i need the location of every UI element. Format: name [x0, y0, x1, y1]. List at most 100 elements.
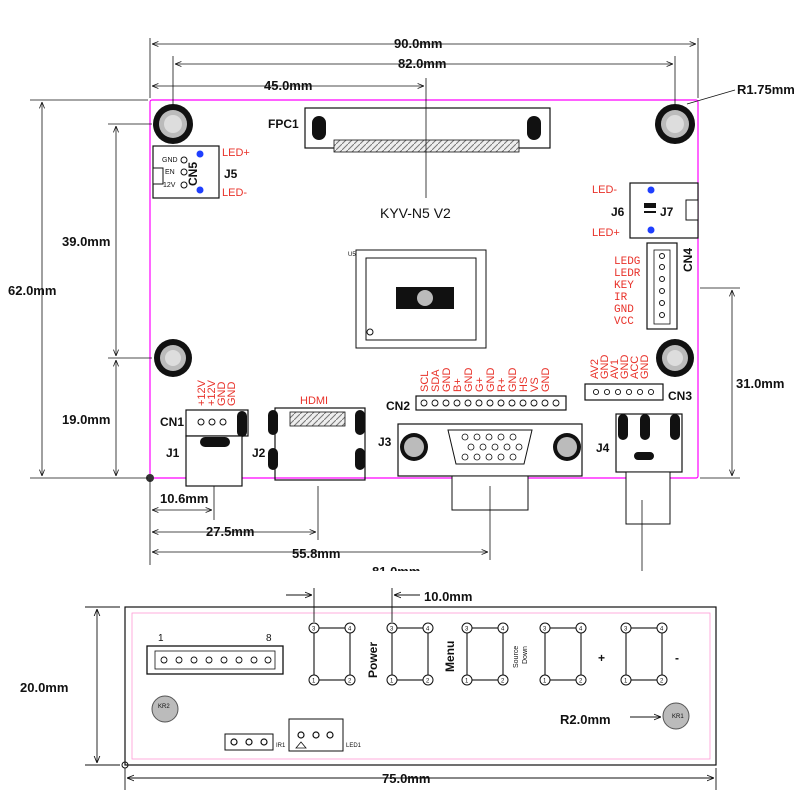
pad-number-3-2: 1 — [543, 679, 547, 685]
dim-half-width: 45.0mm — [264, 78, 312, 93]
cn2-pin-11: VS — [529, 377, 541, 392]
label-minus: - — [675, 651, 679, 665]
pad-number-0-3: 2 — [348, 679, 352, 685]
j7-connector: LED- J6 J7 LED+ — [592, 182, 699, 239]
dim-height-total: 62.0mm — [8, 283, 56, 298]
pad-number-3-1: 4 — [579, 627, 583, 633]
cn5-pin-12v: 12V — [163, 182, 176, 189]
j3-label: J3 — [378, 435, 392, 449]
mounting-hole-tr — [655, 104, 695, 144]
cn5-label: CN5 — [186, 162, 200, 186]
fpc-label: FPC1 — [268, 117, 299, 131]
j6-led-minus: LED- — [592, 184, 617, 196]
cn5-connector: GND EN 12V CN5 LED+ J5 LED- — [152, 145, 250, 199]
cn4-pin-ledg: LEDG — [614, 256, 640, 268]
ic-label: U5 — [348, 252, 356, 258]
pad-number-0-2: 1 — [312, 679, 316, 685]
j5-label: J5 — [224, 167, 238, 181]
dim-j1-offset: 10.6mm — [160, 491, 208, 506]
cn1-pin-4: GND — [226, 382, 238, 407]
dim-hole-span: 82.0mm — [398, 56, 446, 71]
fpc-connector: FPC1 — [268, 107, 551, 153]
dim-j2-offset: 27.5mm — [206, 524, 254, 539]
board-outline — [149, 99, 699, 479]
vga-pins — [461, 433, 523, 461]
cn3-pin-4: GND — [619, 355, 631, 380]
led-label: LED1 — [346, 743, 362, 749]
cn3-label: CN3 — [668, 389, 692, 403]
dim-width-total: 90.0mm — [394, 36, 442, 51]
switch-minus — [620, 622, 668, 686]
cn3-pin-1: AV2 — [589, 359, 601, 379]
led-indicator: LED1 — [288, 718, 362, 752]
pad-number-4-1: 4 — [660, 627, 664, 633]
cn3-pin-6: GND — [639, 355, 651, 380]
pad-number-2-0: 3 — [465, 627, 469, 633]
switch-power — [308, 622, 356, 686]
cn5-pin-en: EN — [165, 169, 175, 176]
cn3-pin-3: AV1 — [609, 359, 621, 379]
cn1-pin-2: +12V — [206, 379, 218, 406]
label-power: Power — [366, 642, 380, 678]
keypad-header-pin8: 8 — [266, 633, 272, 644]
j4-label: J4 — [596, 441, 610, 455]
cn3-connector: AV2 GND AV1 GND ACC GND CN3 — [584, 355, 692, 403]
pad-number-2-2: 1 — [465, 679, 469, 685]
pad-number-1-0: 3 — [390, 627, 394, 633]
kr2-hole: KR2 — [151, 695, 179, 723]
keypad-board: 1 8 Power Menu Source Down + - — [20, 588, 717, 790]
dimension-lines-top — [30, 38, 740, 572]
label-menu: Menu — [443, 641, 457, 672]
keypad-header: 1 8 — [146, 633, 284, 675]
cn4-pin-ledr: LEDR — [614, 268, 641, 280]
j1-label: J1 — [166, 446, 180, 460]
cn4-connector: CN4 LEDG LEDR KEY IR GND VCC — [614, 242, 695, 330]
cn2-pin-4: B+ — [452, 378, 464, 392]
vga-connector: J3 — [378, 423, 583, 511]
mounting-hole-ml — [154, 339, 192, 377]
pad-number-2-1: 4 — [501, 627, 505, 633]
dim-keypad-hole: R2.0mm — [560, 712, 611, 727]
cn2-pin-10: HS — [518, 377, 530, 392]
label-plus: + — [598, 651, 605, 665]
cn2-pin-5: GND — [463, 368, 475, 393]
pad-number-4-2: 1 — [624, 679, 628, 685]
cn2-pin-1: SCL — [419, 371, 431, 392]
cn2-pin-labels: SCL SDA GND B+ GND G+ GND R+ GND HS VS G… — [419, 368, 552, 393]
cn2-pin-12: GND — [540, 368, 552, 393]
cn2-header: SCL SDA GND B+ GND G+ GND R+ GND HS VS G… — [386, 368, 567, 413]
pad-number-3-3: 2 — [579, 679, 583, 685]
pad-number-1-2: 1 — [390, 679, 394, 685]
cn2-pin-8: R+ — [496, 378, 508, 392]
hdmi-label: HDMI — [300, 395, 328, 407]
kr1-label: KR1 — [672, 714, 684, 720]
cn2-pin-9: GND — [507, 368, 519, 393]
cn2-pin-6: G+ — [474, 377, 486, 392]
cn4-pin-ir: IR — [614, 292, 628, 304]
dim-hole-radius: R1.75mm — [737, 82, 795, 97]
cn4-pin-key: KEY — [614, 280, 634, 292]
hdmi-connector: HDMI J2 — [252, 395, 366, 481]
dimension-lines-keypad — [85, 588, 717, 790]
cn3-pin-labels: AV2 GND AV1 GND ACC GND — [589, 355, 651, 380]
cn2-label: CN2 — [386, 399, 410, 413]
cn4-label: CN4 — [681, 248, 695, 272]
pad-number-4-0: 3 — [624, 627, 628, 633]
cn2-pins — [420, 399, 560, 407]
cn1-label: CN1 — [160, 415, 184, 429]
board-title: KYV-N5 V2 — [380, 205, 451, 221]
keypad-outline — [124, 606, 717, 766]
cn1-pin-3: GND — [216, 382, 228, 407]
cn4-pin-gnd: GND — [614, 304, 634, 316]
mounting-hole-tl — [153, 104, 193, 144]
cn1-pin-1: +12V — [196, 379, 208, 406]
label-down: Down — [522, 646, 529, 664]
cn4-pin-vcc: VCC — [614, 316, 634, 328]
j6-label: J6 — [611, 205, 625, 219]
ir-receiver: IR1 — [224, 733, 286, 751]
switch-plus — [539, 622, 587, 686]
dim-right-height: 31.0mm — [736, 376, 784, 391]
kr1-hole: KR1 — [662, 702, 690, 730]
cn3-pin-2: GND — [599, 355, 611, 380]
